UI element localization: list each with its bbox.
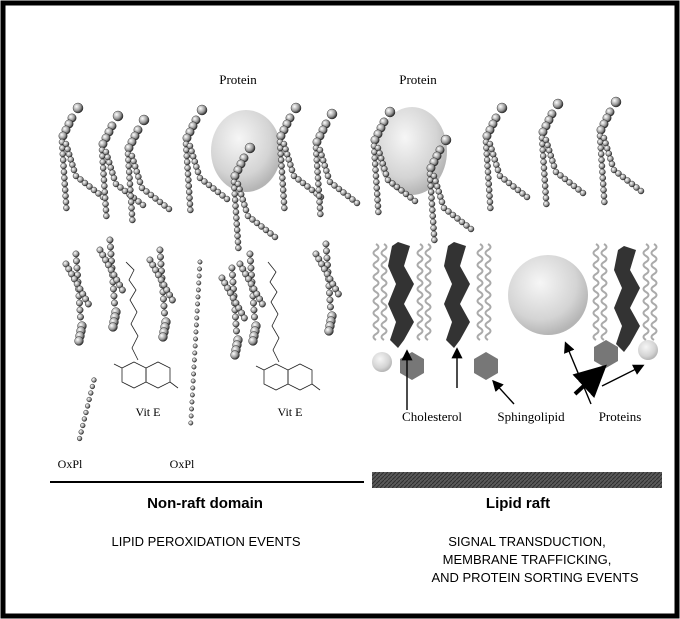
- vit-e-label-1: Vit E: [136, 405, 161, 419]
- sphingolipid-arrow: [492, 379, 515, 405]
- raft-event-1: MEMBRANE TRAFFICKING,: [443, 552, 612, 567]
- protein-label-right: Protein: [399, 72, 437, 87]
- proteins-arrow-right: [601, 364, 645, 387]
- lipid-raft-region: [372, 242, 658, 410]
- oxidized-lipid-tails: [76, 259, 203, 442]
- raft-event-0: SIGNAL TRANSDUCTION,: [448, 534, 605, 549]
- vitamin-e-molecule-1: [113, 261, 179, 389]
- raft-event-2: AND PROTEIN SORTING EVENTS: [431, 570, 638, 585]
- cholesterol-molecule-2: [444, 242, 470, 348]
- vit-e-label-2: Vit E: [278, 405, 303, 419]
- proteins-arrow-sphere: [564, 341, 592, 405]
- raft-small-sphere-left: [372, 352, 392, 372]
- proteins-arrow-thick: [572, 364, 607, 399]
- sphingolipid-tails: [372, 243, 658, 341]
- proteins-label: Proteins: [599, 409, 642, 424]
- cholesterol-molecule-1: [388, 242, 414, 348]
- upper-leaflet-lipids: [58, 96, 645, 252]
- non-raft-domain-title: Non-raft domain: [147, 495, 263, 512]
- oxpl-label-1: OxPl: [58, 457, 83, 471]
- lower-leaflet-lipids: [62, 236, 342, 360]
- oxpl-label-2: OxPl: [170, 457, 195, 471]
- raft-small-sphere-right: [638, 340, 658, 360]
- lipid-raft-title: Lipid raft: [486, 495, 550, 512]
- sphingolipid-head-2: [474, 352, 498, 380]
- raft-protein-sphere: [508, 255, 588, 335]
- sphingolipid-label: Sphingolipid: [497, 409, 565, 424]
- sphingolipid-head-3: [594, 340, 618, 368]
- vitamin-e-molecule-2: [255, 261, 321, 391]
- cholesterol-label: Cholesterol: [402, 409, 462, 424]
- lipid-raft-bar: [372, 472, 662, 488]
- cholesterol-molecule-3: [614, 246, 640, 352]
- non-raft-event-0: LIPID PEROXIDATION EVENTS: [111, 534, 300, 549]
- protein-label-left: Protein: [219, 72, 257, 87]
